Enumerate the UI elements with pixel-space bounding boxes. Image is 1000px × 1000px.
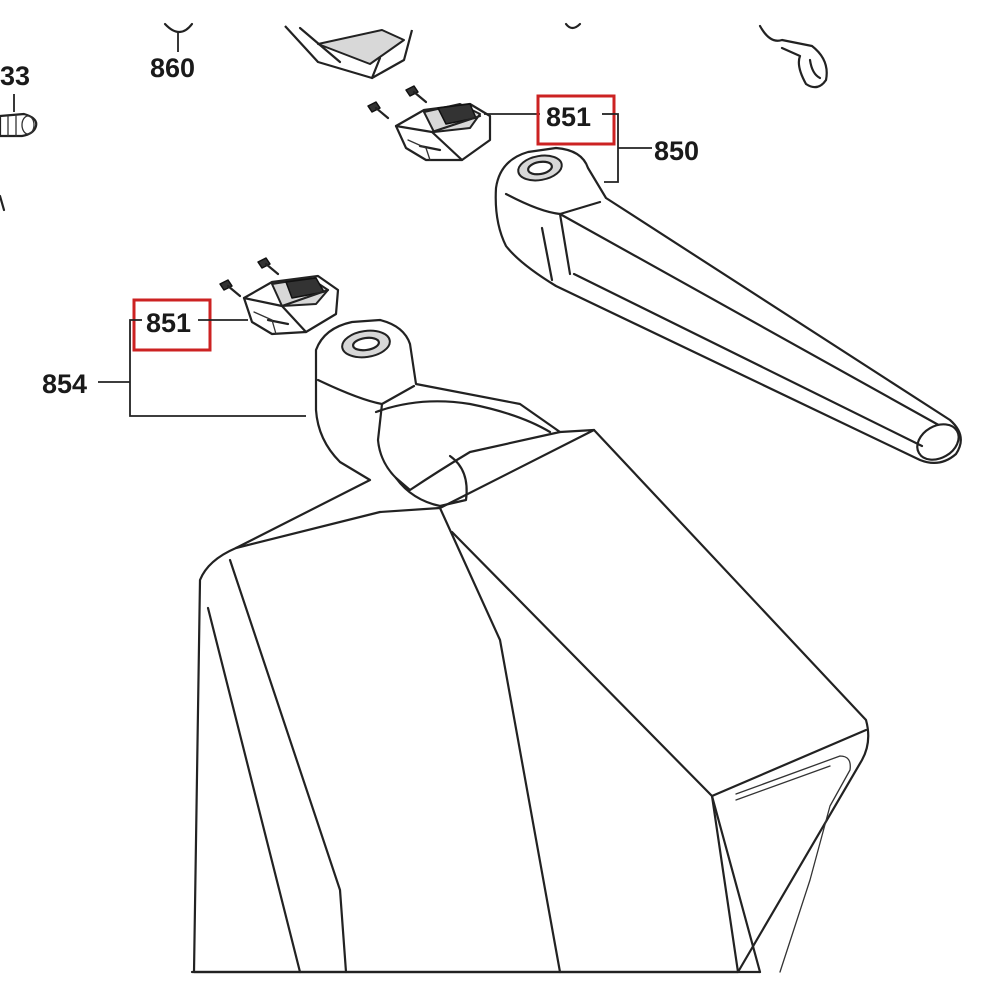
- highlight-box-851-lower: [132, 298, 212, 352]
- part-top-right-clip: [564, 22, 582, 30]
- label-860: 860: [150, 53, 195, 83]
- screw-860: [163, 22, 194, 52]
- screws-lower: [219, 257, 280, 298]
- switch-module-851-lower: [242, 274, 340, 336]
- bracket-854: [129, 319, 306, 417]
- label-851-upper: 851: [546, 102, 591, 132]
- bracket-top: [284, 25, 414, 80]
- label-851-lower: 851: [146, 308, 191, 338]
- switch-module-851-upper: [394, 102, 492, 162]
- label-854: 854: [42, 369, 87, 399]
- blower-tube-850: [494, 146, 962, 465]
- nut-33: [0, 112, 38, 138]
- clip-top-right: [758, 24, 828, 89]
- label-850: 850: [654, 136, 699, 166]
- edge-mark-left: [0, 194, 6, 212]
- bracket-850: [604, 113, 619, 183]
- vacuum-housing-854: [192, 318, 870, 974]
- label-33: 33: [0, 61, 30, 91]
- highlight-box-851-upper: [536, 94, 616, 146]
- screws-upper: [367, 85, 428, 120]
